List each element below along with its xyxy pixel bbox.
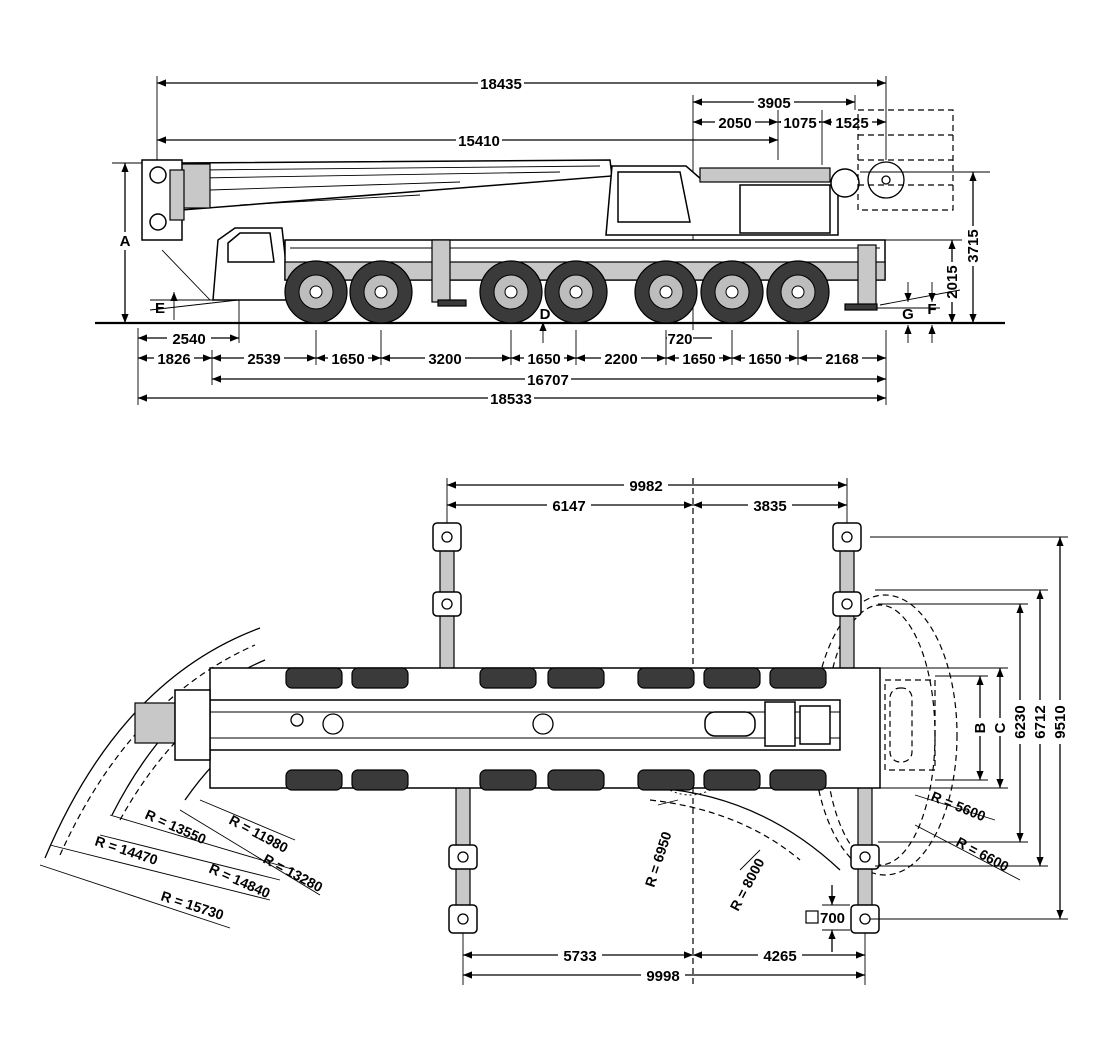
top-view: R = 11980 R = 13280 R = 13550 R = 14840 … — [39, 477, 1069, 985]
top-dimension-labels: 9982 6147 3835 5733 4265 9998 700 6230 6… — [547, 477, 1069, 985]
dim-720: 720 — [667, 331, 692, 348]
dim-2015: 2015 — [944, 265, 961, 298]
dim-1525: 1525 — [835, 115, 868, 132]
dim-15410: 15410 — [458, 133, 500, 150]
radius-11980: R = 11980 — [227, 812, 291, 856]
dim-6230: 6230 — [1012, 705, 1029, 738]
radius-8000: R = 8000 — [727, 855, 768, 913]
dim-1650-b: 1650 — [527, 351, 560, 368]
dim-1075: 1075 — [783, 115, 816, 132]
side-view: 18435 3905 2050 1075 1525 15410 3715 201… — [95, 75, 1005, 408]
dim-4265: 4265 — [763, 948, 796, 965]
dim-5733: 5733 — [563, 948, 596, 965]
dim-2050: 2050 — [718, 115, 751, 132]
dim-2200: 2200 — [604, 351, 637, 368]
dim-1650-d: 1650 — [748, 351, 781, 368]
dim-1650-c: 1650 — [682, 351, 715, 368]
dim-1826: 1826 — [157, 351, 190, 368]
dim-6147: 6147 — [552, 498, 585, 515]
dim-18533: 18533 — [490, 391, 532, 408]
crane-side-silhouette — [141, 109, 954, 324]
pad-square-icon — [805, 910, 819, 924]
side-wheels — [284, 260, 830, 324]
dim-700: 700 — [820, 910, 845, 927]
dim-3200: 3200 — [428, 351, 461, 368]
outriggers-top — [432, 522, 880, 934]
label-b: B — [972, 722, 989, 733]
radius-6950: R = 6950 — [642, 829, 675, 889]
label-f: F — [927, 301, 936, 318]
radius-14470: R = 14470 — [93, 833, 160, 868]
dim-1650-a: 1650 — [331, 351, 364, 368]
label-d: D — [540, 306, 551, 323]
label-g: G — [902, 306, 914, 323]
radius-5600: R = 5600 — [929, 788, 988, 824]
radius-13550: R = 13550 — [143, 806, 209, 847]
dim-6712: 6712 — [1032, 705, 1049, 738]
dim-2540: 2540 — [172, 331, 205, 348]
top-tires — [285, 667, 827, 791]
radius-15730: R = 15730 — [159, 888, 226, 923]
dim-9510: 9510 — [1052, 705, 1069, 738]
radius-6600: R = 6600 — [954, 834, 1012, 875]
dim-overall-boom: 18435 — [480, 76, 522, 93]
dim-3835: 3835 — [753, 498, 786, 515]
radius-14840: R = 14840 — [207, 860, 273, 901]
label-a: A — [120, 233, 131, 250]
dim-2539: 2539 — [247, 351, 280, 368]
label-c: C — [992, 722, 1009, 733]
dim-16707: 16707 — [527, 372, 569, 389]
dim-9982: 9982 — [629, 478, 662, 495]
dim-2168: 2168 — [825, 351, 858, 368]
side-dimension-labels: 18435 3905 2050 1075 1525 15410 3715 201… — [154, 75, 982, 408]
dim-3905: 3905 — [757, 95, 790, 112]
dim-9998: 9998 — [646, 968, 679, 985]
dim-3715: 3715 — [965, 229, 982, 262]
